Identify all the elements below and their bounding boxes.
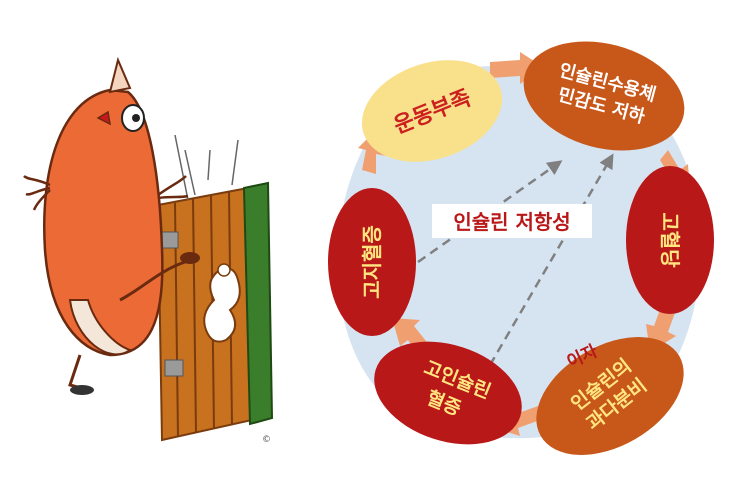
node-hyperinsulinemia: 고인슐린 혈증	[374, 341, 522, 445]
node-hyperglycemia: 고혈당	[626, 166, 714, 314]
node-exercise: 운동부족	[361, 60, 503, 162]
cartoon-illustration: ©	[23, 56, 274, 445]
center-label: 인슐린 저항성	[453, 210, 570, 234]
node-sensitivity: 인슐린수용체 민감도 저하	[523, 41, 685, 151]
motion-lines	[174, 134, 239, 201]
center-label-box: 인슐린 저항성	[432, 204, 592, 238]
node-dyslipidemia-label: 고지혈증	[360, 225, 384, 299]
node-oversecretion: 인슐린의 과다분비	[536, 337, 684, 455]
dashed-arrows	[417, 153, 614, 366]
node-hyperglycemia-label: 고혈당	[658, 212, 682, 268]
door-icon	[156, 181, 274, 442]
insulin-resistance-cycle: 인슐린 저항성 운동부족 인슐린수용체 민감도 저하 고혈당 인슐린의 과다분비…	[328, 41, 714, 455]
cartoon-cell-icon	[23, 56, 200, 395]
copyright-mark: ©	[262, 435, 271, 445]
node-dyslipidemia: 고지혈증	[328, 188, 416, 336]
